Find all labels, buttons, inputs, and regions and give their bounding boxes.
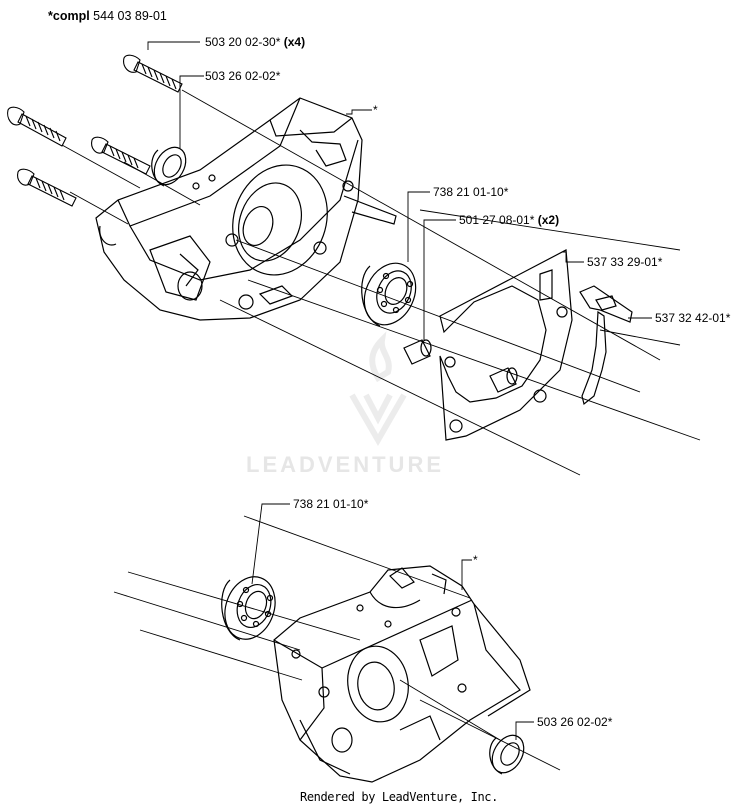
callout-part: 501 27 08-01* bbox=[459, 213, 535, 227]
title-number: 544 03 89-01 bbox=[93, 9, 167, 23]
callout-qty: (x4) bbox=[283, 35, 306, 49]
callout-label[interactable]: 738 21 01-10* bbox=[433, 185, 508, 199]
axis-lines-bottom bbox=[113, 515, 561, 771]
seal-ring-icon bbox=[151, 146, 187, 187]
callout-label[interactable]: 503 26 02-02* bbox=[537, 715, 612, 729]
callout-part: 503 26 02-02* bbox=[537, 715, 613, 729]
screw-icon bbox=[7, 106, 67, 147]
crankcase-half-bottom bbox=[273, 565, 531, 783]
callout-part: 738 21 01-10* bbox=[433, 185, 509, 199]
bearing-icon bbox=[221, 576, 276, 641]
screw-icon bbox=[123, 54, 183, 93]
sleeve-icon bbox=[403, 339, 518, 393]
callout-qty: (x2) bbox=[537, 213, 560, 227]
assembly-title: *compl 544 03 89-01 bbox=[48, 9, 167, 23]
callout-part: 738 21 01-10* bbox=[293, 497, 369, 511]
callout-label[interactable]: * bbox=[473, 553, 478, 567]
bearing-icon bbox=[361, 262, 417, 327]
footer-credit: Rendered by LeadVenture, Inc. bbox=[300, 790, 498, 804]
callout-part: * bbox=[473, 553, 478, 567]
leadventure-watermark-logo bbox=[349, 331, 407, 446]
title-prefix: *compl bbox=[48, 9, 90, 23]
screw-icon bbox=[17, 168, 77, 207]
callout-part: * bbox=[373, 103, 378, 117]
callout-label[interactable]: 537 32 42-01* bbox=[655, 311, 730, 325]
callout-part: 537 32 42-01* bbox=[655, 311, 731, 325]
axis-lines-top bbox=[61, 89, 701, 476]
watermark-text: LEADVENTURE bbox=[246, 452, 445, 477]
callout-part: 503 20 02-30* bbox=[205, 35, 281, 49]
leader-lines bbox=[147, 41, 652, 740]
callout-label[interactable]: 503 20 02-30* (x4) bbox=[205, 35, 305, 49]
callout-label[interactable]: 738 21 01-10* bbox=[293, 497, 368, 511]
gasket-icon bbox=[439, 249, 573, 441]
crankcase-half-top bbox=[95, 97, 397, 321]
callout-label[interactable]: 501 27 08-01* (x2) bbox=[459, 213, 559, 227]
callout-label[interactable]: * bbox=[373, 103, 378, 117]
screw-icon bbox=[91, 136, 151, 175]
callout-part: 503 26 02-02* bbox=[205, 69, 281, 83]
callout-part: 537 33 29-01* bbox=[587, 255, 663, 269]
bracket-icon bbox=[579, 285, 633, 406]
callout-label[interactable]: 503 26 02-02* bbox=[205, 69, 280, 83]
callout-label[interactable]: 537 33 29-01* bbox=[587, 255, 662, 269]
seal-ring-icon bbox=[489, 734, 525, 775]
